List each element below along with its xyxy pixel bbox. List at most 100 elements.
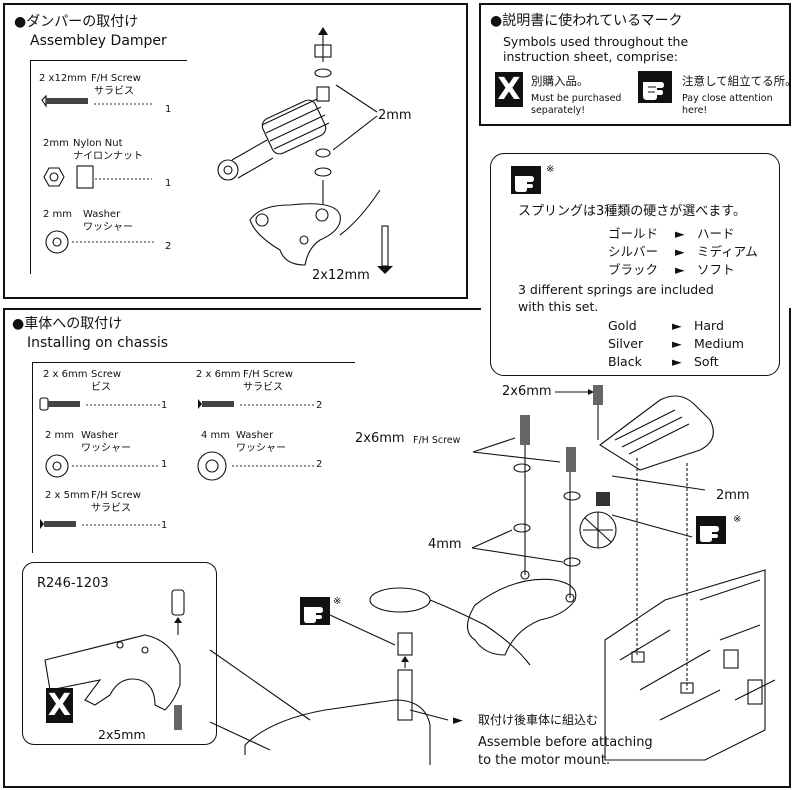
part-type: Washer xyxy=(81,430,119,441)
chassis-title-en: Installing on chassis xyxy=(27,335,169,351)
damper-label-2x12: 2x12mm xyxy=(312,268,370,283)
part-type: Washer xyxy=(236,430,274,441)
caution-en-2: here! xyxy=(682,105,708,116)
caution-hand-icon xyxy=(696,516,726,544)
spring-row-en-a: Gold xyxy=(608,318,637,333)
assembly-section-top-left-rule xyxy=(3,308,481,310)
mount-note-jp: 取付け後車体に組込む xyxy=(478,713,599,727)
part-type: Washer xyxy=(83,209,121,220)
springs-title-jp: スプリングは3種類の硬さが選べます。 xyxy=(518,204,746,219)
spring-row-arrow: ► xyxy=(672,354,682,369)
washer-icon xyxy=(45,230,155,254)
caution-hand-icon xyxy=(511,166,541,194)
part-jp: ワッシャー xyxy=(81,443,131,454)
springs-title-en-2: with this set. xyxy=(518,299,599,314)
chassis-assembly-drawing xyxy=(244,385,776,765)
part-type: Nylon Nut xyxy=(73,138,123,149)
part-type: Screw xyxy=(91,369,122,380)
part-jp: ビス xyxy=(91,382,111,393)
spring-row-jp-b: ハード xyxy=(697,226,735,241)
part-qty: 1 xyxy=(161,400,168,411)
mount-note-arrow: ► xyxy=(453,713,463,728)
part-size: 2 x 6mm xyxy=(43,369,88,380)
damper-label-2mm: 2mm xyxy=(378,108,412,123)
damper-parts-list: 2 x12mm F/H Screw サラビス 1 2mm Nylon Nut ナ… xyxy=(30,60,187,274)
label-4mm: 4mm xyxy=(428,537,462,552)
part-jp: ワッシャー xyxy=(236,443,286,454)
spring-row-arrow: ► xyxy=(675,262,685,277)
part-jp: サラビス xyxy=(94,86,134,97)
label-fh-screw: F/H Screw xyxy=(413,435,461,446)
part-size: 2 mm xyxy=(45,430,75,441)
damper-assembly-drawing xyxy=(217,27,393,274)
spring-row-jp-b: ソフト xyxy=(697,262,735,277)
chassis-title-jp: ●車体への取付け xyxy=(12,316,123,332)
x-mark-en-2: separately! xyxy=(531,105,586,116)
spring-row-arrow: ► xyxy=(672,318,682,333)
part-qty: 1 xyxy=(161,459,168,470)
screw-icon xyxy=(41,94,153,108)
damper-title-en: Assembley Damper xyxy=(30,33,167,49)
label-2x6mm-fh: 2x6mm xyxy=(355,431,405,446)
spring-row-en-b: Soft xyxy=(694,354,719,369)
mount-label-2x5: 2x5mm xyxy=(98,727,146,742)
part-type: F/H Screw xyxy=(91,73,141,84)
mount-part-number: R246-1203 xyxy=(37,576,109,591)
part-qty: 2 xyxy=(316,459,323,470)
spring-row-arrow: ► xyxy=(675,244,685,259)
part-jp: ナイロンナット xyxy=(73,151,143,162)
nut-icon xyxy=(43,165,152,189)
part-qty: 1 xyxy=(165,104,172,115)
x-mark-icon: X xyxy=(46,688,73,723)
spring-row-jp-a: ブラック xyxy=(608,262,659,277)
damper-section: ●ダンパーの取付け Assembley Damper 2 x12mm F/H S… xyxy=(3,3,468,299)
part-type: F/H Screw xyxy=(91,490,141,501)
caution-jp: 注意して組立てる所。 xyxy=(682,74,794,88)
part-size: 2mm xyxy=(43,138,69,149)
caution-hand-icon xyxy=(638,71,672,103)
part-size: 2 x12mm xyxy=(39,73,87,84)
spring-row-jp-a: シルバー xyxy=(608,244,659,259)
caution-note-mark: ※ xyxy=(333,596,342,607)
spring-row-jp-a: ゴールド xyxy=(608,226,659,241)
chassis-parts-list: 2 x 6mm Screw ビス 1 2 x 6mm F/H Screw サラビ… xyxy=(32,362,355,553)
part-jp: サラビス xyxy=(243,382,283,393)
spring-row-arrow: ► xyxy=(672,336,682,351)
spring-row-jp-b: ミディアム xyxy=(697,244,758,259)
part-jp: ワッシャー xyxy=(83,222,133,233)
spring-row-arrow: ► xyxy=(675,226,685,241)
part-jp: サラビス xyxy=(91,503,131,514)
label-2x6mm-top: 2x6mm xyxy=(502,384,552,399)
x-mark-jp: 別購入品。 xyxy=(531,74,589,88)
legend-title: ●説明書に使われているマーク xyxy=(490,13,683,29)
part-size: 4 mm xyxy=(201,430,231,441)
part-qty: 1 xyxy=(165,178,172,189)
label-2mm: 2mm xyxy=(716,488,750,503)
spring-row-en-b: Hard xyxy=(694,318,724,333)
spring-row-en-a: Black xyxy=(608,354,642,369)
motor-mount-drawing xyxy=(44,589,185,730)
springs-note: ※ スプリングは3種類の硬さが選べます。 ゴールド ► ハード シルバー ► ミ… xyxy=(490,153,780,376)
part-type: F/H Screw xyxy=(243,369,293,380)
caution-hand-icon xyxy=(300,597,330,625)
damper-title-jp: ●ダンパーの取付け xyxy=(14,14,139,30)
x-mark-en-1: Must be purchased xyxy=(531,93,622,104)
legend-description: Symbols used throughout the instruction … xyxy=(503,34,689,64)
part-size: 2 x 5mm xyxy=(45,490,90,501)
springs-title-en-1: 3 different springs are included xyxy=(518,282,714,297)
mount-note-en-1: Assemble before attaching xyxy=(478,735,653,750)
assembly-section xyxy=(3,308,791,788)
spring-row-en-b: Medium xyxy=(694,336,744,351)
legend-section: ●説明書に使われているマーク Symbols used throughout t… xyxy=(479,3,794,126)
part-qty: 2 xyxy=(316,400,323,411)
part-qty: 2 xyxy=(165,241,172,252)
mount-note-en-2: to the motor mount. xyxy=(478,753,611,768)
part-qty: 1 xyxy=(161,520,168,531)
x-mark-icon: X xyxy=(495,72,523,107)
springs-note-mark: ※ xyxy=(546,164,555,175)
part-size: 2 x 6mm xyxy=(196,369,241,380)
caution-en-1: Pay close attention xyxy=(682,93,773,104)
spring-row-en-a: Silver xyxy=(608,336,644,351)
caution-note-mark: ※ xyxy=(733,514,742,525)
